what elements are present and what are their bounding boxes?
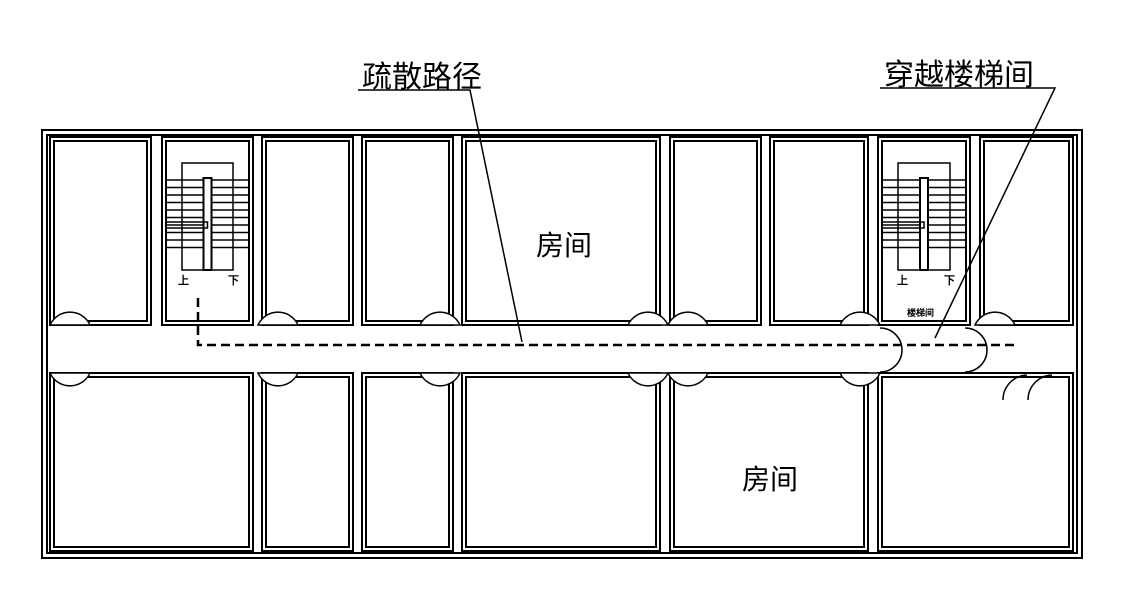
door-swing xyxy=(626,372,670,387)
room-inner xyxy=(881,376,1070,548)
room-inner xyxy=(673,140,758,322)
leader-stairwell xyxy=(880,87,1057,339)
room-inner xyxy=(465,376,657,548)
room-inner xyxy=(673,376,865,548)
stair-break xyxy=(166,221,209,229)
through-stairwell-label: 穿越楼梯间 xyxy=(884,58,1034,93)
evacuation-path-label: 疏散路径 xyxy=(362,60,482,95)
room xyxy=(461,136,661,326)
room xyxy=(161,136,254,326)
room-inner xyxy=(773,140,865,322)
door-swing xyxy=(666,372,710,387)
room xyxy=(461,372,661,552)
room xyxy=(669,136,762,326)
stair-up-label: 上 xyxy=(178,274,189,287)
room xyxy=(361,136,454,326)
stair-break xyxy=(882,221,925,229)
door-swing xyxy=(838,372,882,387)
door-swing xyxy=(256,311,300,326)
room xyxy=(877,136,971,326)
room xyxy=(261,136,354,326)
room xyxy=(769,136,869,326)
stairwell-door-swing xyxy=(964,327,988,373)
room xyxy=(261,372,354,552)
door-swing xyxy=(48,311,92,326)
room-inner xyxy=(53,376,250,548)
exit-door-swing xyxy=(1002,374,1028,401)
room-inner xyxy=(265,140,350,322)
door-swing xyxy=(418,311,462,326)
evacuation-path xyxy=(196,298,1015,347)
room xyxy=(877,372,1074,552)
stair-down-label: 下 xyxy=(228,274,239,287)
stair-up-label: 上 xyxy=(897,274,908,287)
room xyxy=(361,372,454,552)
stairwell-small-label: 楼梯间 xyxy=(907,309,935,319)
room-label-top: 房间 xyxy=(536,229,593,262)
door-swing xyxy=(256,372,300,387)
room xyxy=(979,136,1074,326)
exit-door-swing xyxy=(1027,374,1053,401)
room xyxy=(49,372,254,552)
leader-evacuation xyxy=(358,89,523,343)
room-inner xyxy=(265,376,350,548)
inner-wall xyxy=(46,134,1078,554)
outer-wall xyxy=(41,129,1083,559)
room-label-bottom: 房间 xyxy=(742,463,799,496)
room-inner xyxy=(53,140,148,322)
door-swing xyxy=(973,311,1017,326)
room-inner xyxy=(365,140,450,322)
stairwell-door-swing xyxy=(879,327,903,373)
door-swing xyxy=(48,372,92,387)
room xyxy=(669,372,869,552)
door-swing xyxy=(418,372,462,387)
room xyxy=(49,136,152,326)
door-swing xyxy=(626,311,670,326)
room-inner xyxy=(165,140,250,322)
room-inner xyxy=(983,140,1070,322)
room-inner xyxy=(881,140,967,322)
door-swing xyxy=(838,311,882,326)
door-swing xyxy=(666,311,710,326)
room-inner xyxy=(465,140,657,322)
room-inner xyxy=(365,376,450,548)
stair-down-label: 下 xyxy=(944,274,955,287)
